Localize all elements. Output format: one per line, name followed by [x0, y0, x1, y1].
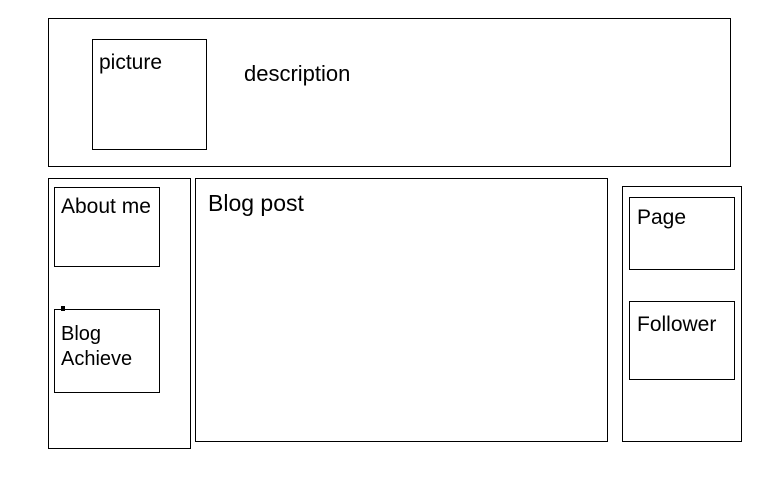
- followers-label: Follower: [637, 313, 717, 336]
- sidebar-widget-followers[interactable]: Follower: [629, 301, 735, 380]
- header-panel: picture description: [48, 18, 731, 167]
- blog-post-panel: Blog post: [195, 178, 608, 442]
- sidebar-item-blog-archive[interactable]: Blog Achieve: [54, 306, 160, 393]
- blog-post-title: Blog post: [208, 190, 304, 216]
- blog-archive-label: Blog Achieve: [61, 323, 133, 370]
- right-sidebar-panel: Page Follower: [622, 186, 742, 442]
- sidebar-widget-pages[interactable]: Page: [629, 197, 735, 270]
- profile-picture-placeholder[interactable]: picture: [92, 39, 207, 150]
- profile-picture-label: picture: [99, 51, 163, 74]
- left-sidebar-panel: About me Blog Achieve: [48, 178, 191, 449]
- sidebar-item-about-me[interactable]: About me: [54, 187, 160, 267]
- pages-label: Page: [637, 206, 687, 229]
- archive-tick-marker-icon: [61, 306, 65, 311]
- profile-description-label: description: [244, 61, 351, 86]
- about-me-label: About me: [61, 195, 151, 218]
